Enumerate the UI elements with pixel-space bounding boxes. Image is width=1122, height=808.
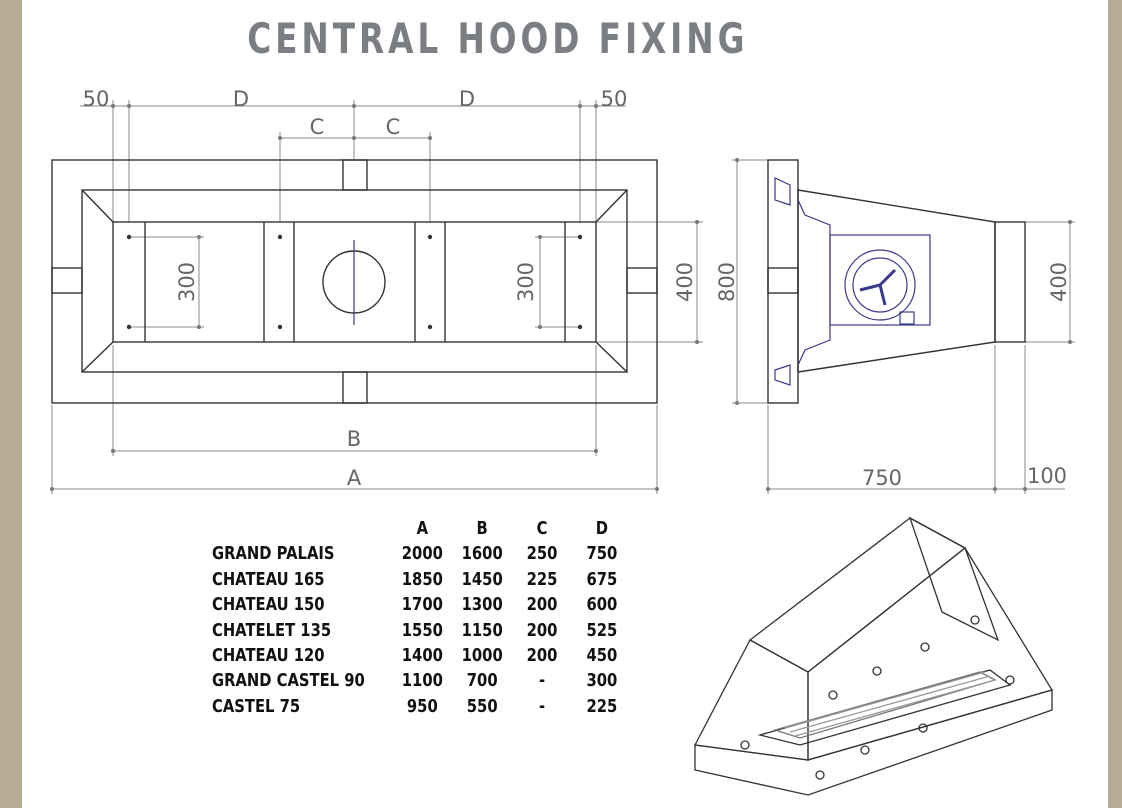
right-border — [1108, 0, 1122, 808]
top-bracket — [342, 159, 368, 191]
table-header — [212, 516, 392, 541]
value-d: 750 — [586, 543, 618, 565]
dim-c-right: C — [386, 115, 401, 139]
dim-c-left: C — [310, 115, 325, 139]
value-a: 1700 — [401, 594, 443, 616]
value-b: 1300 — [461, 594, 503, 616]
model-name: CASTEL 75 — [212, 695, 301, 717]
hood-side-view — [767, 159, 1026, 404]
value-c: - — [538, 695, 546, 717]
dim-400-front: 400 — [673, 262, 697, 302]
value-d: 600 — [586, 594, 618, 616]
table-row: CHATEAU 150 1700 1300 200 600 — [212, 592, 632, 617]
value-c: - — [538, 670, 546, 692]
table-row: CHATEAU 120 1400 1000 200 450 — [212, 643, 632, 668]
value-a: 950 — [406, 695, 438, 717]
table-header: B — [476, 518, 488, 539]
dim-50-left: 50 — [83, 87, 110, 111]
model-name: CHATEAU 165 — [212, 568, 325, 590]
dim-a: A — [347, 466, 362, 490]
value-a: 1100 — [401, 670, 443, 692]
value-c: 200 — [526, 645, 558, 667]
dim-b: B — [347, 427, 361, 451]
value-c: 250 — [526, 543, 558, 565]
value-d: 675 — [586, 568, 618, 590]
value-b: 700 — [466, 670, 498, 692]
hood-isometric-view — [693, 516, 1054, 796]
value-b: 1000 — [461, 645, 503, 667]
value-d: 450 — [586, 645, 618, 667]
value-b: 550 — [466, 695, 498, 717]
left-border — [0, 0, 22, 808]
dim-300-left: 300 — [175, 262, 199, 302]
table-header: A — [416, 518, 429, 539]
value-c: 200 — [526, 619, 558, 641]
model-name: GRAND CASTEL 90 — [212, 670, 365, 692]
table-row: CHATEAU 165 1850 1450 225 675 — [212, 567, 632, 592]
model-name: CHATEAU 120 — [212, 645, 325, 667]
table-row: CHATELET 135 1550 1150 200 525 — [212, 618, 632, 643]
value-d: 300 — [586, 670, 618, 692]
value-b: 1600 — [461, 543, 503, 565]
dim-100: 100 — [1027, 464, 1067, 488]
table-header: C — [536, 518, 548, 539]
model-name: GRAND PALAIS — [212, 543, 335, 565]
value-a: 2000 — [401, 543, 443, 565]
dim-400-side: 400 — [1047, 262, 1071, 302]
table-row: CASTEL 75 950 550 - 225 — [212, 694, 632, 719]
right-bracket — [626, 267, 658, 294]
value-a: 1400 — [401, 645, 443, 667]
dim-800-side: 800 — [715, 262, 739, 302]
value-d: 225 — [586, 695, 618, 717]
bottom-bracket — [342, 371, 368, 404]
value-c: 225 — [526, 568, 558, 590]
hood-plan-view — [51, 159, 658, 404]
page-title: CENTRAL HOOD FIXING — [247, 14, 749, 63]
table-row: GRAND PALAIS 2000 1600 250 750 — [212, 541, 632, 566]
table-header-row: A B C D — [212, 516, 632, 541]
dim-d-left: D — [233, 87, 249, 111]
value-b: 1150 — [461, 619, 503, 641]
model-name: CHATELET 135 — [212, 619, 332, 641]
value-a: 1850 — [401, 568, 443, 590]
table-header: D — [595, 518, 609, 539]
value-c: 200 — [526, 594, 558, 616]
dim-d-right: D — [459, 87, 475, 111]
motor-unit — [774, 177, 931, 386]
dim-300-right: 300 — [514, 262, 538, 302]
value-d: 525 — [586, 619, 618, 641]
table-row: GRAND CASTEL 90 1100 700 - 300 — [212, 668, 632, 693]
dimension-table: A B C D GRAND PALAIS 2000 1600 250 750 C… — [212, 516, 632, 719]
value-b: 1450 — [461, 568, 503, 590]
model-name: CHATEAU 150 — [212, 594, 325, 616]
dim-750: 750 — [862, 466, 902, 490]
value-a: 1550 — [401, 619, 443, 641]
dim-50-right: 50 — [601, 87, 628, 111]
left-bracket — [51, 267, 83, 294]
